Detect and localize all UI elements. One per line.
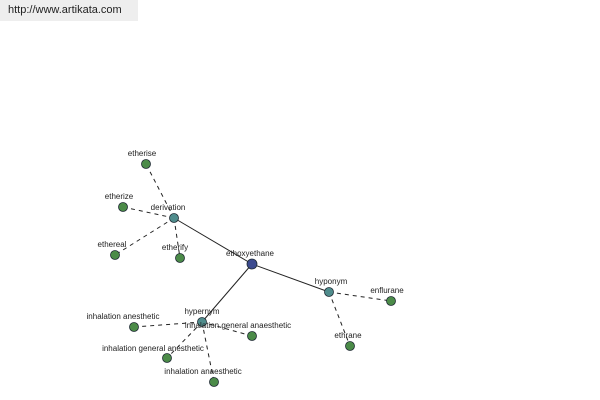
- edge-derivation-etherify: [173, 217, 181, 259]
- node-hyponym[interactable]: [324, 287, 334, 297]
- url-banner[interactable]: http://www.artikata.com: [0, 0, 138, 21]
- node-derivation[interactable]: [169, 213, 179, 223]
- node-ethoxyethane[interactable]: [246, 258, 258, 270]
- node-inhalation-general-anaesthetic[interactable]: [247, 331, 257, 341]
- node-label-etherise: etherise: [128, 149, 157, 158]
- node-label-ethoxyethane: ethoxyethane: [226, 249, 275, 258]
- node-label-ethrane: ethrane: [334, 331, 362, 340]
- edge-derivation-etherise: [145, 163, 175, 219]
- edge-hyponym-enflurane: [328, 291, 392, 302]
- edge-ethoxyethane-derivation: [173, 217, 253, 265]
- node-hypernym[interactable]: [197, 317, 207, 327]
- node-etherise[interactable]: [141, 159, 151, 169]
- edge-derivation-ethereal: [114, 217, 175, 256]
- node-ethereal[interactable]: [110, 250, 120, 260]
- node-label-ethereal: ethereal: [98, 240, 127, 249]
- node-label-inhalation-anesthetic: inhalation anesthetic: [87, 312, 160, 321]
- nodes-layer: [110, 159, 396, 387]
- node-label-derivation: derivation: [151, 203, 186, 212]
- edge-hypernym-inhalation-general-anesthetic: [166, 321, 203, 359]
- node-label-etherize: etherize: [105, 192, 134, 201]
- node-inhalation-anaesthetic[interactable]: [209, 377, 219, 387]
- edge-derivation-etherize: [122, 206, 175, 219]
- edge-hyponym-ethrane: [328, 291, 351, 347]
- node-label-hypernym: hypernym: [184, 307, 219, 316]
- node-label-etherify: etherify: [162, 243, 188, 252]
- node-enflurane[interactable]: [386, 296, 396, 306]
- node-label-inhalation-general-anesthetic: inhalation general anesthetic: [102, 344, 204, 353]
- edge-ethoxyethane-hyponym: [251, 263, 330, 293]
- labels-layer: ethoxyethane derivation hyponym hypernym eth…: [87, 149, 405, 376]
- node-etherify[interactable]: [175, 253, 185, 263]
- node-label-inhalation-general-anaesthetic: inhalation general anaesthetic: [185, 321, 291, 330]
- node-inhalation-general-anesthetic[interactable]: [162, 353, 172, 363]
- node-ethrane[interactable]: [345, 341, 355, 351]
- node-label-inhalation-anaesthetic: inhalation anaesthetic: [164, 367, 241, 376]
- node-inhalation-anesthetic[interactable]: [129, 322, 139, 332]
- edges-layer: [114, 163, 392, 383]
- edge-ethoxyethane-hypernym: [201, 263, 253, 323]
- node-label-hyponym: hyponym: [315, 277, 348, 286]
- edge-hypernym-inhalation-anesthetic: [133, 321, 203, 328]
- edge-hypernym-inhalation-general-anaesthetic: [201, 321, 253, 337]
- node-etherize[interactable]: [118, 202, 128, 212]
- node-label-enflurane: enflurane: [370, 286, 404, 295]
- edge-hypernym-inhalation-anaesthetic: [201, 321, 215, 383]
